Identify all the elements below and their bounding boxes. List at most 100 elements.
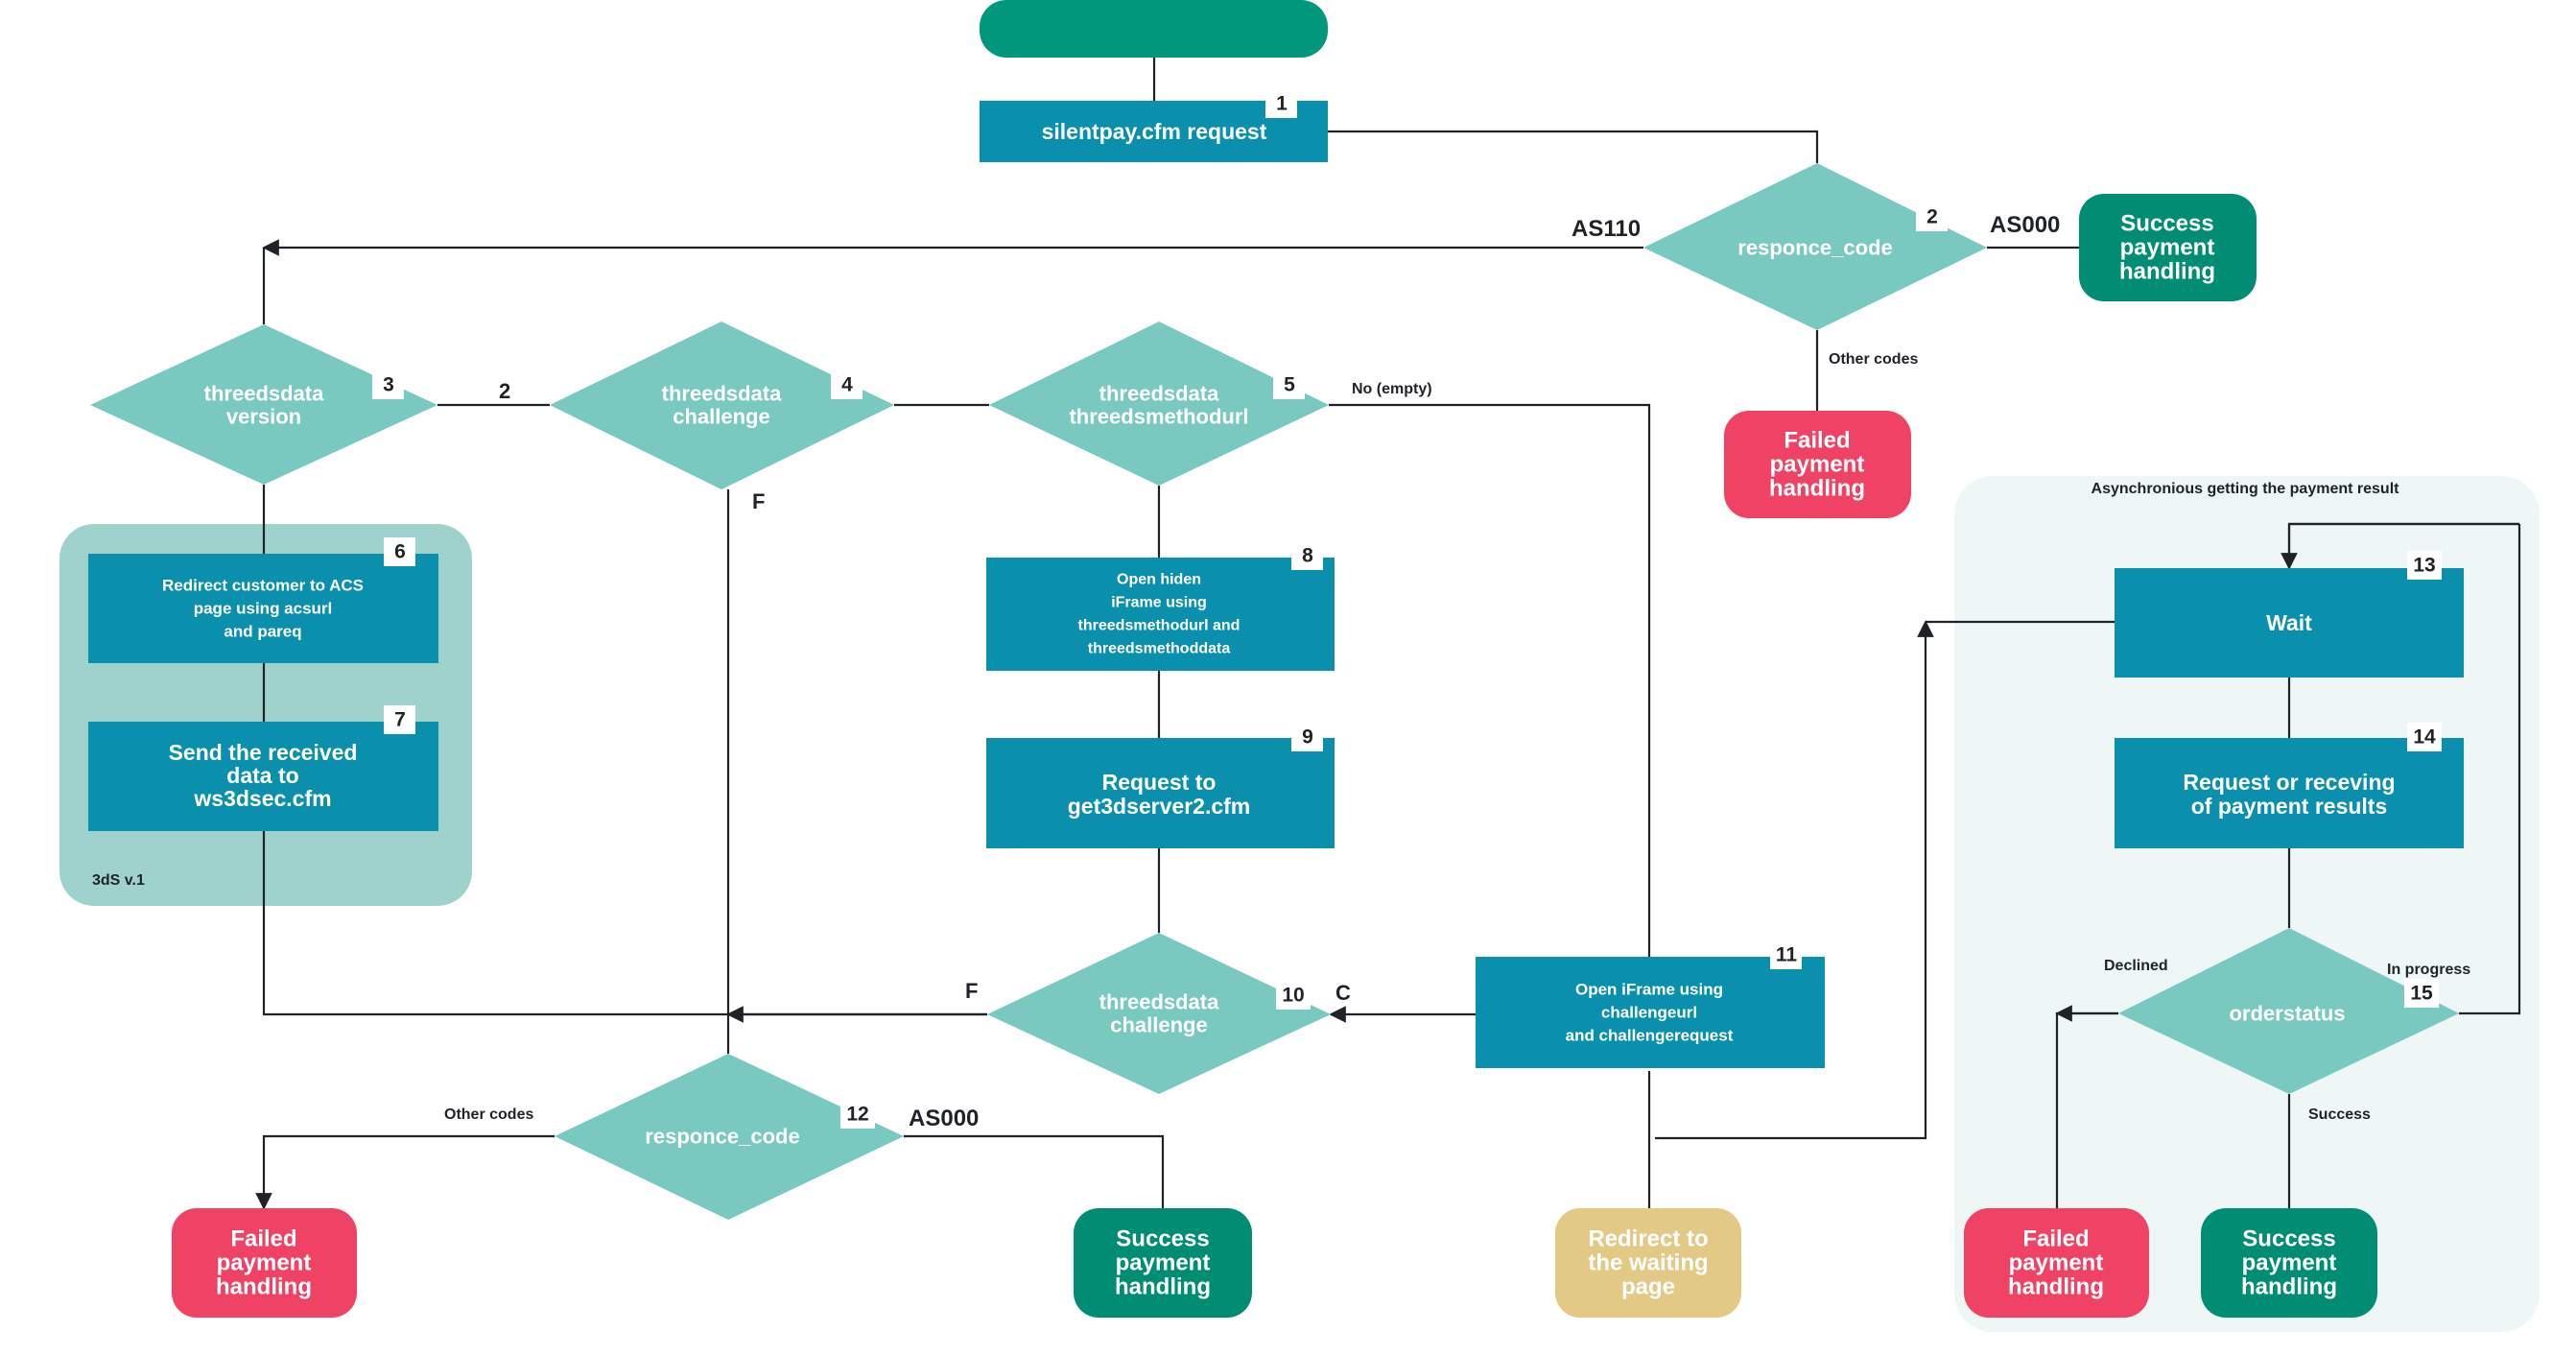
svg-text:the waiting: the waiting: [1588, 1250, 1708, 1276]
svg-text:version: version: [226, 405, 301, 429]
svg-text:8: 8: [1302, 545, 1313, 567]
svg-text:threedsmethoddata: threedsmethoddata: [1088, 641, 1231, 657]
label-declined: Declined: [2104, 958, 2168, 974]
group-async-result: [1954, 476, 2540, 1332]
svg-text:6: 6: [394, 541, 406, 563]
failed-payment-top: Failed payment handling: [1724, 411, 1911, 518]
label-version-2: 2: [499, 379, 510, 403]
svg-text:Request to: Request to: [1102, 770, 1217, 795]
svg-text:payment: payment: [2009, 1250, 2104, 1276]
svg-text:12: 12: [846, 1104, 868, 1126]
svg-text:data to: data to: [226, 763, 298, 788]
svg-text:Redirect to: Redirect to: [1588, 1226, 1708, 1252]
failed-payment-bottom-right: Failed payment handling: [1964, 1208, 2149, 1318]
step-5-threedsmethodurl: threedsdata threedsmethodurl 5: [989, 321, 1329, 486]
step-6-redirect-acs: Redirect customer to ACS page using acsu…: [88, 537, 438, 663]
svg-text:Open iFrame using: Open iFrame using: [1575, 981, 1723, 999]
label-other-codes-bottom: Other codes: [444, 1106, 533, 1123]
label-other-codes-top: Other codes: [1829, 351, 1918, 368]
step-4-threedsdata-challenge: threedsdata challenge 4: [550, 321, 894, 489]
failed-payment-bottom-left: Failed payment handling: [172, 1208, 357, 1318]
label-in-progress: In progress: [2387, 962, 2470, 978]
svg-text:handling: handling: [1115, 1274, 1211, 1300]
svg-text:threedsmethodurl: threedsmethodurl: [1069, 405, 1248, 429]
svg-text:Success: Success: [2242, 1226, 2335, 1252]
svg-text:handling: handling: [1769, 476, 1865, 502]
svg-text:Request or receving: Request or receving: [2183, 770, 2395, 795]
svg-text:page using acsurl: page using acsurl: [194, 600, 333, 618]
step-2-responce-code-decision: responce_code 2: [1643, 163, 1987, 330]
step-3-threedsdata-version: threedsdata version 3: [90, 324, 437, 485]
label-c-step10: C: [1335, 981, 1351, 1005]
step-10-threedsdata-challenge: threedsdata challenge 10: [987, 933, 1331, 1094]
svg-text:payment: payment: [1116, 1250, 1211, 1276]
svg-text:orderstatus: orderstatus: [2229, 1002, 2345, 1026]
step-7-send-to-ws3dsec: Send the received data to ws3dsec.cfm 7: [88, 705, 438, 831]
label-as110: AS110: [1572, 216, 1641, 242]
svg-text:13: 13: [2413, 555, 2435, 577]
svg-text:14: 14: [2413, 726, 2436, 749]
step-13-wait: Wait 13: [2115, 551, 2464, 678]
svg-text:5: 5: [1284, 374, 1295, 396]
svg-text:1: 1: [1276, 93, 1288, 115]
svg-text:and challengerequest: and challengerequest: [1566, 1027, 1734, 1045]
label-as000-bottom: AS000: [909, 1106, 979, 1131]
svg-text:Redirect customer to ACS: Redirect customer to ACS: [162, 577, 364, 595]
success-payment-top: Success payment handling: [2079, 194, 2257, 301]
step-14-request-payment-results: Request or receving of payment results 1…: [2115, 723, 2464, 848]
group-3ds-v1-label: 3dS v.1: [92, 872, 145, 889]
label-f-challenge: F: [752, 489, 765, 513]
svg-text:handling: handling: [2119, 259, 2215, 285]
svg-text:threedsmethodurl and: threedsmethodurl and: [1078, 618, 1241, 634]
svg-text:payment: payment: [2242, 1250, 2337, 1276]
step-8-open-hidden-iframe: Open hiden iFrame using threedsmethodurl…: [986, 541, 1335, 671]
svg-text:ws3dsec.cfm: ws3dsec.cfm: [193, 786, 331, 811]
svg-text:Success: Success: [1116, 1226, 1209, 1252]
svg-text:payment: payment: [2120, 235, 2215, 261]
svg-text:Failed: Failed: [1784, 428, 1850, 454]
label-success-status: Success: [2308, 1106, 2371, 1123]
svg-text:of payment results: of payment results: [2191, 794, 2388, 819]
svg-text:challenge: challenge: [1110, 1013, 1207, 1037]
svg-text:threedsdata: threedsdata: [662, 382, 782, 406]
start-terminal: [980, 0, 1328, 58]
connectors: [255, 58, 2521, 1210]
svg-text:payment: payment: [1770, 452, 1865, 478]
svg-text:Wait: Wait: [2266, 610, 2312, 635]
svg-text:responce_code: responce_code: [1737, 236, 1892, 260]
svg-text:9: 9: [1302, 726, 1313, 749]
svg-text:Send the received: Send the received: [169, 740, 358, 765]
svg-text:and pareq: and pareq: [224, 623, 301, 641]
svg-text:threedsdata: threedsdata: [1099, 382, 1219, 406]
svg-text:silentpay.cfm request: silentpay.cfm request: [1042, 119, 1267, 144]
async-group-title: Asynchronious getting the payment result: [2092, 481, 2400, 497]
svg-text:11: 11: [1776, 944, 1798, 966]
step-11-open-iframe-challenge: Open iFrame using challengeurl and chall…: [1476, 940, 1825, 1068]
svg-text:threedsdata: threedsdata: [1099, 990, 1219, 1014]
svg-text:Failed: Failed: [2022, 1226, 2089, 1252]
svg-text:challenge: challenge: [673, 405, 769, 429]
step-12-responce-code-decision: responce_code 12: [555, 1054, 904, 1220]
svg-text:handling: handling: [2241, 1274, 2337, 1300]
svg-text:2: 2: [1926, 206, 1938, 228]
svg-text:iFrame using: iFrame using: [1111, 595, 1207, 611]
svg-text:10: 10: [1282, 985, 1304, 1007]
success-payment-bottom-right: Success payment handling: [2201, 1208, 2377, 1318]
svg-text:responce_code: responce_code: [645, 1125, 799, 1149]
label-as000-top: AS000: [1990, 212, 2060, 238]
svg-text:4: 4: [841, 374, 853, 396]
svg-text:Success: Success: [2120, 211, 2213, 237]
success-payment-bottom-mid: Success payment handling: [1074, 1208, 1252, 1318]
svg-text:page: page: [1621, 1274, 1675, 1300]
svg-text:threedsdata: threedsdata: [204, 382, 324, 406]
svg-text:Open hiden: Open hiden: [1117, 572, 1201, 588]
svg-text:handling: handling: [216, 1274, 312, 1300]
redirect-waiting-page: Redirect to the waiting page: [1555, 1208, 1741, 1318]
svg-text:get3dserver2.cfm: get3dserver2.cfm: [1068, 794, 1251, 819]
svg-text:3: 3: [383, 374, 394, 396]
svg-text:handling: handling: [2008, 1274, 2104, 1300]
label-no-empty: No (empty): [1352, 381, 1432, 397]
label-f-step10: F: [965, 979, 978, 1003]
svg-text:challengeurl: challengeurl: [1601, 1004, 1697, 1022]
svg-text:15: 15: [2410, 983, 2433, 1005]
